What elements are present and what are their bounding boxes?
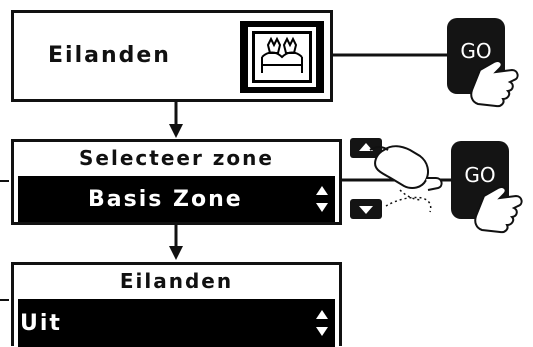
screen-eilanden: Eilanden — [11, 10, 333, 102]
arrow-down-button[interactable] — [350, 199, 382, 219]
selected-value: Uit — [20, 310, 62, 336]
arrow-hand-icon — [369, 145, 443, 213]
screen-selecteer-zone: Selecteer zone Basis Zone — [11, 139, 342, 225]
flow-arrow-2 — [169, 224, 183, 260]
flow-arrow-1 — [169, 100, 183, 138]
screen-eilanden-setting: Eilanden Uit — [11, 262, 342, 347]
arrow-down-icon — [359, 206, 373, 214]
arrow-up-icon — [359, 143, 373, 151]
islands-icon — [240, 21, 324, 93]
selection-bar[interactable]: Basis Zone — [18, 176, 335, 222]
up-down-icon — [316, 186, 328, 212]
screen-title: Eilanden — [48, 43, 171, 68]
arrow-up-button[interactable] — [350, 138, 382, 158]
screen-header: Eilanden — [119, 269, 234, 293]
selection-bar[interactable]: Uit — [18, 299, 335, 347]
screen-header: Selecteer zone — [79, 146, 274, 170]
up-down-icon — [316, 310, 328, 336]
pressing-hand-icon — [474, 186, 523, 234]
selected-value: Basis Zone — [88, 186, 243, 212]
